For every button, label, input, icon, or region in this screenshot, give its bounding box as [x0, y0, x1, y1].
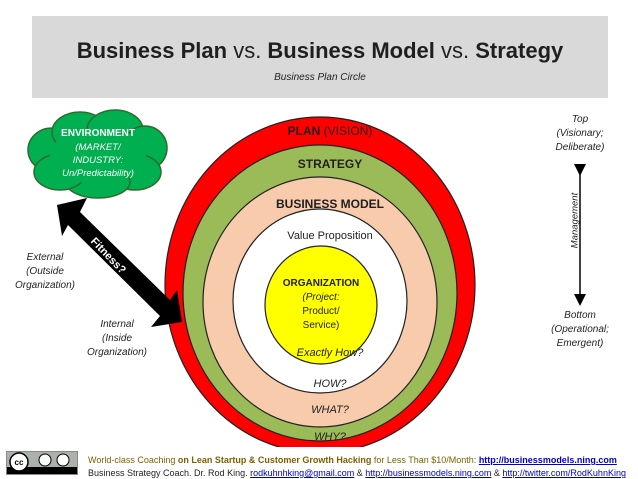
svg-text:cc: cc — [15, 458, 24, 467]
external-line3: Organization) — [14, 280, 76, 291]
footer-link-twitter[interactable]: http://twitter.com/RodKuhnKing — [502, 468, 626, 478]
cc-by-sa-icon: cc — [6, 451, 78, 475]
top-line1: Top — [571, 114, 589, 125]
organization-label: ORGANIZATION — [282, 278, 360, 289]
footer-line-1: World-class Coaching on Lean Startup & C… — [88, 455, 617, 465]
business-model-label: BUSINESS MODEL — [275, 197, 384, 211]
fitness-arrow — [57, 198, 182, 327]
license-icon-graphic: cc — [7, 452, 77, 474]
management-label: Management — [569, 192, 581, 249]
value-proposition-label: Value Proposition — [287, 230, 373, 242]
bottom-line1: Bottom — [564, 310, 596, 321]
external-line2: (Outside — [26, 266, 64, 277]
page-subtitle: Business Plan Circle — [274, 72, 366, 83]
footer-link-ning-2[interactable]: http://businessmodels.ning.com — [365, 468, 492, 478]
core-organization — [264, 245, 378, 365]
environment-line4: Un/Predictability) — [62, 168, 134, 179]
plan-label: PLAN (VISION) — [287, 124, 373, 138]
organization-project-label: (Project: — [302, 292, 340, 303]
environment-cloud — [27, 109, 168, 199]
page-title: Business Plan vs. Business Model vs. Str… — [76, 38, 564, 63]
strategy-label: STRATEGY — [297, 157, 363, 171]
organization-product-label: Product/ — [302, 306, 340, 317]
top-line3: Deliberate) — [555, 142, 605, 153]
internal-line3: Organization) — [86, 347, 148, 358]
external-line1: External — [26, 252, 64, 263]
internal-line2: (Inside — [101, 333, 132, 344]
environment-line2: (MARKET/ — [75, 142, 121, 153]
environment-title: ENVIRONMENT — [61, 128, 135, 139]
why-label: WHY? — [314, 431, 346, 443]
bottom-line3: Emergent) — [556, 338, 604, 349]
footer-email-link[interactable]: rodkuhnhking@gmail.com — [250, 468, 355, 478]
top-line2: (Visionary; — [556, 128, 604, 139]
organization-service-label: Service) — [302, 320, 340, 331]
bottom-line2: (Operational; — [551, 324, 609, 335]
how-label: HOW? — [313, 378, 347, 390]
internal-line1: Internal — [100, 319, 134, 330]
footer — [0, 447, 638, 479]
footer-link-ning[interactable]: http://businessmodels.ning.com — [478, 455, 617, 465]
title-bar — [32, 16, 608, 98]
environment-line3: INDUSTRY: — [72, 155, 124, 166]
footer-line-2: Business Strategy Coach. Dr. Rod King. r… — [88, 468, 626, 478]
exactly-how-label: Exactly How? — [296, 347, 364, 359]
what-label: WHAT? — [311, 404, 349, 416]
